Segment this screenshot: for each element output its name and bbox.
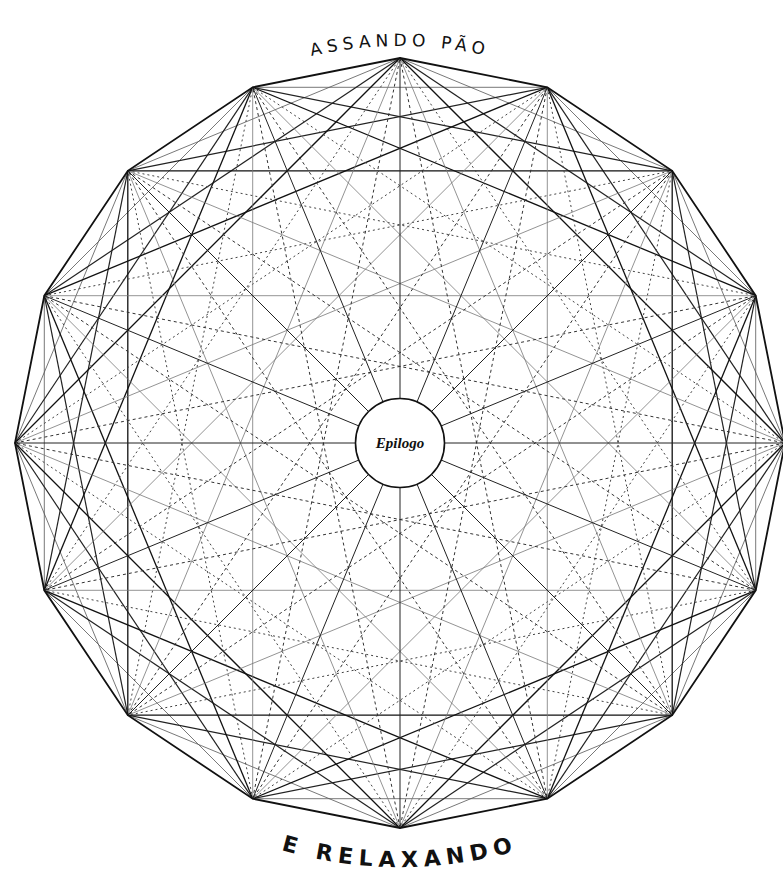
chord-line bbox=[128, 443, 783, 715]
chord-line bbox=[400, 296, 756, 828]
hexadecagon-outline bbox=[15, 58, 783, 828]
chord-line bbox=[44, 171, 672, 591]
epilogue-label: Epilogo bbox=[376, 435, 424, 452]
chord-line bbox=[547, 443, 783, 799]
chord-line bbox=[44, 58, 400, 590]
chord-line bbox=[128, 171, 756, 296]
center-circle: Epilogo bbox=[354, 397, 446, 489]
chord-line bbox=[400, 58, 756, 296]
chord-line bbox=[15, 443, 547, 799]
chord-line bbox=[128, 296, 756, 716]
chord-line bbox=[253, 87, 548, 798]
chord-line bbox=[44, 296, 755, 591]
chord-line bbox=[128, 171, 756, 591]
chord-line bbox=[44, 590, 400, 828]
chord-line bbox=[128, 171, 672, 715]
arc-title-bottom: E RELAXANDO bbox=[280, 831, 521, 872]
chord-line bbox=[253, 87, 673, 715]
chord-line bbox=[128, 171, 783, 443]
chord-line bbox=[128, 171, 548, 799]
chord-line bbox=[128, 87, 548, 715]
chord-line bbox=[547, 171, 672, 799]
chord-line bbox=[128, 87, 253, 715]
chord-line bbox=[44, 590, 672, 715]
chord-line bbox=[15, 87, 253, 443]
arc-title-top: ASSANDO PÃO bbox=[308, 30, 492, 60]
